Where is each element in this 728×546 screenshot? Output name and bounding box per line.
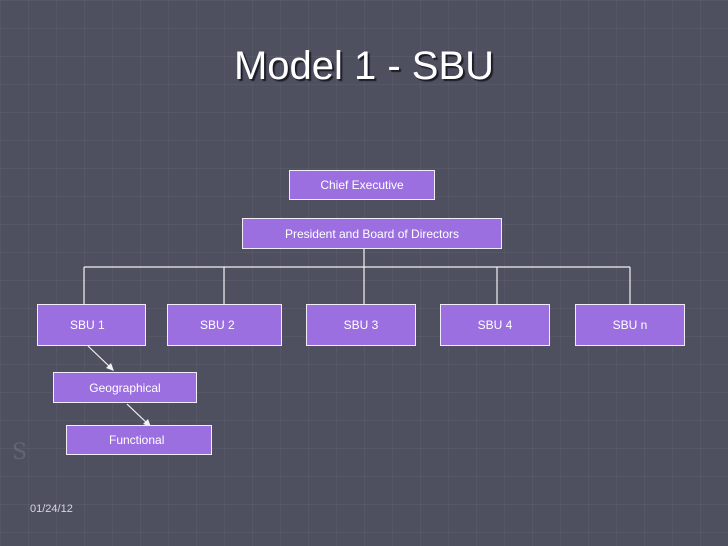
node-chief-executive: Chief Executive [289, 170, 435, 200]
node-sbu-2: SBU 2 [167, 304, 282, 346]
node-functional: Functional [66, 425, 212, 455]
slide-title: Model 1 - SBU [233, 44, 495, 88]
node-label: SBU 1 [70, 318, 105, 332]
node-label: Chief Executive [320, 178, 404, 192]
node-label: SBU 4 [477, 318, 513, 332]
watermark-emblem-icon: S [12, 440, 28, 465]
slide-date: 01/24/12 [30, 503, 73, 515]
node-president-board: President and Board of Directors [242, 218, 502, 249]
node-sbu-1: SBU 1 [37, 304, 146, 346]
node-sbu-3: SBU 3 [306, 304, 416, 346]
node-label: SBU 2 [200, 318, 235, 332]
node-sbu-4: SBU 4 [440, 304, 550, 346]
arrowhead-geographical [106, 363, 114, 371]
arrow-geographical-to-functional [126, 403, 149, 425]
arrow-sbu1-to-geographical [87, 345, 112, 369]
node-sbu-n: SBU n [575, 304, 685, 346]
node-label: Functional [109, 433, 165, 447]
node-label: President and Board of Directors [284, 226, 460, 241]
node-label: SBU 3 [343, 318, 379, 332]
node-label: Geographical [89, 380, 161, 395]
node-geographical: Geographical [53, 372, 197, 403]
node-label: SBU n [612, 318, 648, 332]
